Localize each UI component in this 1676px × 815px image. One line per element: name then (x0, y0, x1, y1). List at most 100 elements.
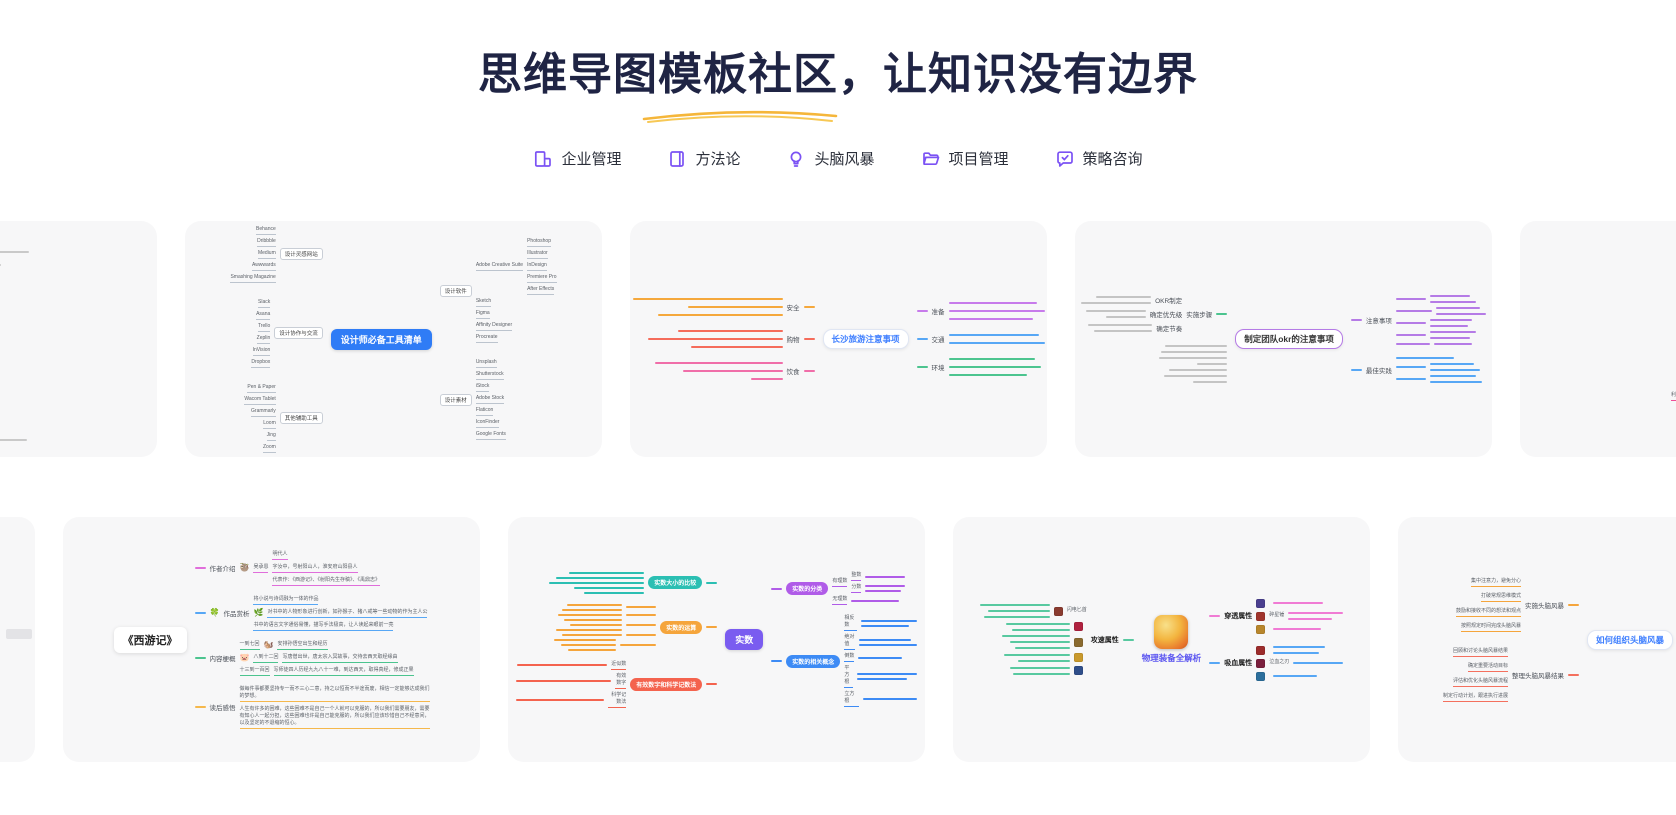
map-node: 交通 (916, 334, 1045, 344)
map-node (1003, 653, 1087, 662)
map-node (1256, 598, 1324, 608)
map-node (1429, 363, 1474, 365)
bar-line (857, 678, 907, 680)
bar-line (1161, 351, 1228, 353)
branch-connector (194, 706, 206, 708)
map-node (1435, 313, 1486, 315)
decoration-emoji: 🍀 (209, 608, 220, 617)
map-node (1429, 331, 1476, 333)
map-node: 饮食 (654, 362, 815, 380)
branch-connector (1350, 369, 1362, 371)
map-node: 确定节奏 (1088, 323, 1182, 333)
branch-box: 设计软件 (439, 284, 472, 297)
map-node (1395, 319, 1472, 327)
map-node: Premiere Pro (527, 274, 557, 283)
template-card-journey-to-the-west[interactable]: 《西游记》作者介绍🦥吴承恩明代人字汝中，号射阳山人，淮安府山阳县人代表作：《西游… (63, 517, 480, 762)
map-node (1273, 602, 1324, 604)
equipment-item-icon (1073, 666, 1083, 675)
map-node: Slack (258, 299, 271, 308)
map-node (983, 616, 1050, 618)
category-item-2[interactable]: 方法论 (667, 148, 740, 169)
branch-label: 安全 (786, 305, 800, 312)
template-card-event-plan-partial[interactable]: 活动执行安排活动流程数据分析收集活动数据进行数据分析总结反馈意见宣传推广确定宣传… (1520, 221, 1676, 457)
leaf-text: 安排孙悟空出生和经历 (277, 641, 328, 650)
map-center-node: 如何组织头脑风暴 (1587, 629, 1674, 650)
map-node: 平方根 (844, 665, 917, 688)
branch-connector (1122, 638, 1134, 641)
map-node (948, 366, 1041, 368)
map-node: 有效数字和科学记数法近似数有效数字科学记数法 (516, 661, 718, 708)
map-node (1288, 612, 1344, 614)
category-item-3[interactable]: 头脑风暴 (786, 148, 875, 169)
category-item-4[interactable]: 项目管理 (921, 148, 1009, 169)
leaf-text: 吴承恩 (253, 564, 269, 573)
map-node: Flaticon (475, 407, 494, 416)
category-nav: 企业管理 方法论 头脑风暴 项目管理 策略咨询 (0, 148, 1676, 169)
leaf-text: Adobe Stock (475, 395, 505, 404)
bulb-icon (786, 149, 806, 169)
map-node (1085, 310, 1146, 312)
map-node: Pen & Paper (247, 384, 276, 393)
map-node (1293, 662, 1344, 664)
category-item-5[interactable]: 策略咨询 (1055, 148, 1143, 169)
bar-line (1429, 381, 1482, 383)
leaf-text: 字汝中，号射阳山人，淮安府山阳县人 (272, 564, 358, 573)
map-node (687, 306, 783, 308)
bar-line (558, 613, 623, 616)
leaf-text: 回顾和讨论头脑风暴结果 (1452, 648, 1508, 657)
template-card-notes-partial[interactable] (0, 221, 157, 457)
template-card-real-numbers[interactable]: 实数大小的比较实数的运算有效数字和科学记数法近似数有效数字科学记数法实数实数的分… (508, 517, 925, 762)
leaf-text: 将小说与诗词融为一体的作品 (253, 596, 319, 605)
map-node (1433, 343, 1472, 345)
bar-line (1197, 363, 1228, 365)
branch-connector (194, 657, 206, 659)
bar-line (562, 633, 623, 636)
map-node (0, 400, 27, 441)
template-card-blank-partial[interactable] (0, 517, 35, 762)
map-node: 整理头脑风暴结果回顾和讨论头脑风暴结果确定重要活动目标评估和优化头脑风暴流程制定… (1442, 648, 1579, 702)
map-node: 明代人 (272, 551, 288, 560)
game-character-avatar (1154, 615, 1189, 649)
branch-connector (1568, 603, 1579, 606)
map-node (654, 362, 783, 364)
bar-line (1094, 330, 1153, 332)
bar-line (1003, 653, 1070, 656)
map-node: 鼓励和接收不同的想法和观点 (1455, 608, 1521, 617)
branch-connector (194, 567, 206, 569)
map-node: InDesign (527, 262, 547, 271)
map-node (690, 346, 783, 348)
map-node (1159, 345, 1228, 383)
branch-connector (771, 660, 783, 662)
map-node (1005, 622, 1070, 625)
template-card-changsha-travel[interactable]: 安全购物饮食长沙旅游注意事项准备交通环境 (630, 221, 1047, 457)
bar-line (1014, 647, 1070, 649)
leaf-text: 代表作：《西游记》、《射阳先生存稿》、《禹鼎志》 (272, 577, 380, 586)
category-label: 策略咨询 (1082, 151, 1143, 168)
bar-line (1005, 622, 1070, 625)
folder-icon (921, 149, 941, 169)
bar-line (1288, 618, 1333, 620)
map-node (858, 656, 903, 659)
bar-line (1429, 375, 1476, 377)
map-node: 写唐僧出世，唐太宗入冥故事，交待去西天取经缘由 (282, 654, 398, 663)
equipment-item-icon (1256, 645, 1266, 655)
map-node (549, 581, 645, 584)
template-card-brainstorm-organize[interactable]: 实施头脑风暴集中注意力，避免分心打破常规思维模式鼓励和接收不同的想法和观点按照规… (1398, 517, 1676, 762)
bar-line (574, 586, 645, 589)
bar-line (1395, 343, 1430, 345)
map-node: Affinity Designer (475, 322, 513, 331)
map-node (0, 438, 27, 441)
template-card-physical-equipment[interactable]: 攻速属性闪电匕首物理装备全解析穿透属性碎星锤吸血属性泣血之刃 (953, 517, 1370, 762)
map-node: Grammarly (251, 408, 276, 417)
category-item-1[interactable]: 企业管理 (533, 148, 621, 169)
leaf-text: Figma (475, 310, 490, 319)
bar-line (858, 656, 903, 659)
map-node: 购物 (647, 330, 815, 348)
map-node (1169, 369, 1228, 371)
leaf-text: Zeplin (256, 335, 271, 344)
leaf-text: 鼓励和接收不同的想法和观点 (1455, 608, 1521, 617)
bar-line (863, 698, 917, 700)
